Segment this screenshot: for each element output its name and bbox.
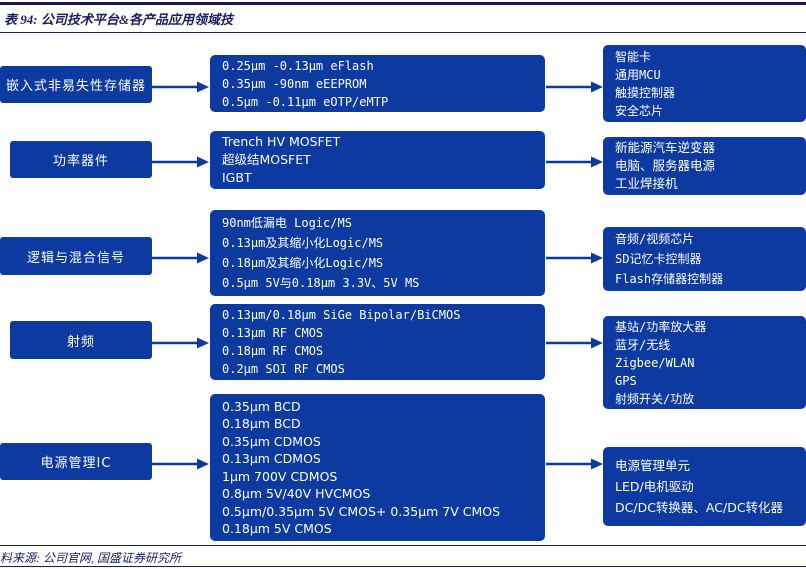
bottom-border-line: [0, 566, 806, 567]
category-box-power-devices: 功率器件: [10, 141, 152, 178]
tech-line: 0.18μm 5V CMOS: [222, 521, 332, 536]
category-label: 电源管理IC: [40, 456, 112, 471]
arrow-right-icon: [152, 334, 209, 349]
app-line: Zigbee/WLAN: [615, 355, 695, 370]
tech-box-pmic: 0.35μm BCD 0.18μm BCD 0.35μm CDMOS 0.13μ…: [210, 394, 545, 541]
arrow-right-icon: [152, 455, 209, 470]
arrow-right-icon: [152, 153, 209, 168]
apps-box-rf: 基站/功率放大器 蓝牙/无线 Zigbee/WLAN GPS 射频开关/功放: [603, 316, 806, 409]
app-line: Flash存储器控制器: [615, 272, 724, 286]
tech-box-embedded-nvm: 0.25μm -0.13μm eFlash 0.35μm -90nm eEEPR…: [210, 55, 545, 112]
arrow-right-icon: [546, 153, 603, 168]
tech-line: 1μm 700V CDMOS: [222, 468, 338, 484]
title-divider-line: [0, 32, 806, 33]
figure-title: 表 94: 公司技术平台&各产品应用领域技: [4, 12, 233, 27]
tech-line: 0.35μm CDMOS: [222, 433, 321, 449]
tech-line: 0.13μm RF CMOS: [222, 326, 324, 340]
app-line: 安全芯片: [615, 103, 664, 118]
app-line: 工业焊接机: [615, 176, 678, 191]
tech-line: 0.18μm及其缩小化Logic/MS: [222, 256, 384, 270]
tech-line: Trench HV MOSFET: [222, 134, 341, 149]
category-label: 逻辑与混合信号: [26, 250, 125, 266]
app-line: 蓝牙/无线: [615, 337, 671, 352]
arrow-right-icon: [546, 249, 603, 264]
tech-box-rf: 0.13μm/0.18μm SiGe Bipolar/BiCMOS 0.13μm…: [210, 304, 545, 380]
category-box-pmic: 电源管理IC: [0, 443, 152, 480]
category-label: 功率器件: [52, 154, 109, 169]
app-line: 音频/视频芯片: [615, 232, 695, 246]
footer-divider-line: [0, 545, 806, 546]
app-line: 电源管理单元: [615, 458, 691, 473]
arrow-right-icon: [546, 455, 603, 470]
apps-box-pmic: 电源管理单元 LED/电机驱动 DC/DC转换器、AC/DC转化器: [603, 447, 806, 526]
category-label: 射频: [66, 334, 95, 350]
app-line: 基站/功率放大器: [615, 319, 707, 334]
tech-line: 超级结MOSFET: [222, 152, 311, 167]
tech-line: 0.18μm BCD: [222, 416, 301, 431]
source-note: 料来源: 公司官网, 国盛证券研究所: [0, 551, 181, 565]
app-line: 射频开关/功放: [615, 391, 695, 406]
app-line: 通用MCU: [615, 67, 661, 82]
app-line: 电脑、服务器电源: [615, 158, 716, 173]
app-line: 新能源汽车逆变器: [615, 140, 716, 155]
apps-box-embedded-nvm: 智能卡 通用MCU 触摸控制器 安全芯片: [603, 45, 806, 122]
tech-line: 0.35μm BCD: [222, 398, 301, 414]
tech-line: 0.5μm 5V与0.18μm 3.3V、5V MS: [222, 276, 420, 290]
tech-line: 0.5μm -0.11μm eOTP/eMTP: [222, 94, 389, 109]
top-border-line: [0, 2, 806, 5]
tech-line: 0.13μm及其缩小化Logic/MS: [222, 236, 384, 250]
tech-line: 0.25μm -0.13μm eFlash: [222, 58, 374, 73]
apps-box-power-devices: 新能源汽车逆变器 电脑、服务器电源 工业焊接机: [603, 137, 806, 195]
category-box-embedded-nvm: 嵌入式非易失性存储器: [0, 66, 152, 103]
tech-line: 0.8μm 5V/40V HVCMOS: [222, 486, 371, 501]
tech-box-logic-mixed-signal: 90nm低漏电 Logic/MS 0.13μm及其缩小化Logic/MS 0.1…: [210, 210, 545, 296]
tech-line: 0.2μm SOI RF CMOS: [222, 362, 345, 376]
tech-line: 0.13μm/0.18μm SiGe Bipolar/BiCMOS: [222, 308, 461, 322]
tech-line: 0.18μm RF CMOS: [222, 344, 324, 358]
arrow-right-icon: [546, 78, 603, 93]
app-line: LED/电机驱动: [615, 479, 694, 494]
arrow-right-icon: [546, 334, 603, 349]
app-line: GPS: [615, 373, 637, 388]
app-line: 触摸控制器: [615, 85, 676, 100]
category-box-rf: 射频: [10, 321, 152, 359]
apps-box-logic-mixed-signal: 音频/视频芯片 SD记忆卡控制器 Flash存储器控制器: [603, 227, 806, 291]
tech-box-power-devices: Trench HV MOSFET 超级结MOSFET IGBT: [210, 131, 545, 189]
app-line: SD记忆卡控制器: [615, 252, 702, 266]
arrow-right-icon: [152, 249, 209, 264]
tech-line: IGBT: [222, 170, 252, 185]
app-line: 智能卡: [615, 49, 652, 64]
tech-line: 0.13μm CDMOS: [222, 451, 321, 466]
category-label: 嵌入式非易失性存储器: [5, 79, 146, 94]
arrow-right-icon: [152, 78, 209, 93]
tech-line: 90nm低漏电 Logic/MS: [222, 216, 352, 230]
app-line: DC/DC转换器、AC/DC转化器: [615, 500, 784, 515]
tech-line: 0.35μm -90nm eEEPROM: [222, 76, 367, 91]
category-box-logic-mixed-signal: 逻辑与混合信号: [0, 237, 152, 275]
tech-line: 0.5μm/0.35μm 5V CMOS+ 0.35μm 7V CMOS: [222, 503, 501, 519]
